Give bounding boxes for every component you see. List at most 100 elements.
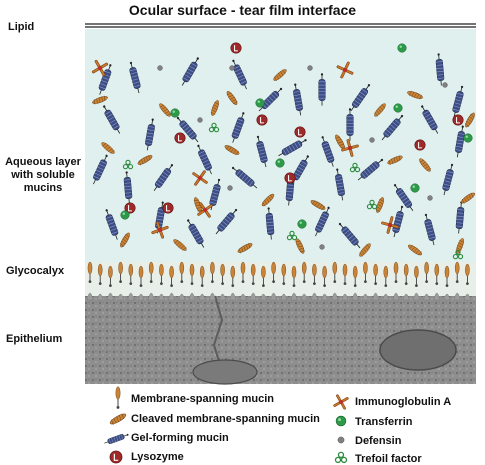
cleaved-mucin bbox=[173, 239, 187, 251]
defensin bbox=[427, 195, 433, 201]
immunoglobulin-a bbox=[192, 170, 208, 186]
trefoil-factor bbox=[286, 230, 298, 241]
legend-immunoglobulin-a: Immunoglobulin A bbox=[355, 396, 452, 408]
membrane-spanning-mucin bbox=[301, 261, 307, 283]
lysozyme bbox=[174, 132, 186, 144]
defensin bbox=[197, 117, 203, 123]
defensin bbox=[442, 82, 448, 88]
diagram-title: Ocular surface - tear film interface bbox=[128, 2, 357, 18]
trefoil-factor bbox=[334, 451, 348, 464]
transferrin bbox=[410, 183, 420, 193]
membrane-spanning-mucin bbox=[220, 263, 225, 285]
membrane-spanning-mucin bbox=[281, 263, 287, 285]
membrane-spanning-mucin bbox=[373, 263, 378, 285]
gel-forming-mucin bbox=[393, 184, 414, 211]
membrane-spanning-mucin bbox=[108, 265, 113, 287]
membrane-spanning-mucin bbox=[291, 265, 297, 287]
epithelium-label: Epithelium bbox=[6, 333, 63, 345]
cleaved-mucin bbox=[261, 193, 275, 207]
membrane-spanning-mucin bbox=[240, 261, 246, 283]
aqueous-layer bbox=[85, 29, 476, 267]
cleaved-mucin bbox=[159, 103, 172, 117]
legend-transferrin: Transferrin bbox=[355, 416, 413, 428]
trefoil-factor bbox=[366, 199, 378, 210]
lysozyme bbox=[256, 114, 268, 126]
trefoil-factor bbox=[122, 159, 134, 170]
gel-forming-mucin bbox=[176, 116, 199, 143]
gel-forming-mucin bbox=[381, 114, 404, 141]
cleaved-mucin bbox=[310, 200, 326, 211]
transferrin bbox=[393, 103, 403, 113]
membrane-spanning-mucin bbox=[210, 261, 215, 283]
gel-forming-mucin bbox=[318, 73, 326, 106]
legend-gel-forming-mucin: Gel-forming mucin bbox=[131, 432, 229, 444]
aqueous-particles bbox=[91, 42, 476, 260]
defensin bbox=[157, 65, 163, 71]
membrane-spanning-mucin bbox=[403, 263, 409, 285]
cleaved-mucin bbox=[375, 197, 385, 213]
membrane-spanning-mucin bbox=[465, 263, 470, 285]
gel-forming-mucin bbox=[357, 158, 384, 181]
gel-forming-mucin bbox=[232, 59, 247, 90]
cleaved-mucin bbox=[460, 192, 476, 204]
legend-membrane-spanning-mucin: Membrane-spanning mucin bbox=[131, 393, 275, 405]
gel-forming-mucin bbox=[104, 433, 129, 444]
membrane-spanning-mucin bbox=[342, 263, 348, 285]
gel-forming-mucin bbox=[424, 213, 436, 246]
gel-forming-mucin bbox=[197, 144, 212, 175]
lysozyme bbox=[284, 172, 296, 184]
gel-forming-mucin bbox=[215, 208, 238, 235]
lysozyme bbox=[414, 139, 426, 151]
cleaved-mucin bbox=[407, 90, 423, 100]
trefoil-factor bbox=[452, 249, 464, 260]
gel-forming-mucin bbox=[321, 136, 335, 167]
gel-forming-mucin bbox=[129, 61, 141, 94]
cleaved-mucin bbox=[419, 158, 432, 172]
aqueous-label: Aqueous layer with soluble mucins bbox=[5, 156, 81, 194]
membrane-spanning-mucin bbox=[97, 263, 103, 285]
defensin bbox=[307, 65, 313, 71]
gel-forming-mucin bbox=[145, 118, 155, 151]
gel-forming-mucin bbox=[435, 53, 445, 86]
immunoglobulin-a bbox=[341, 139, 359, 157]
lipid-label: Lipid bbox=[8, 21, 35, 33]
immunoglobulin-a bbox=[333, 394, 349, 410]
epithelium-layer bbox=[85, 295, 476, 385]
transferrin bbox=[397, 43, 407, 53]
legend-lysozyme: Lysozyme bbox=[131, 451, 184, 463]
cleaved-mucin bbox=[374, 103, 386, 117]
membrane-spanning-mucin bbox=[444, 265, 450, 287]
gel-forming-mucin bbox=[265, 207, 275, 240]
cleaved-mucin bbox=[237, 243, 253, 254]
defensin bbox=[369, 137, 375, 143]
transferrin bbox=[463, 133, 473, 143]
gel-forming-mucin bbox=[455, 201, 465, 234]
immunoglobulin-a bbox=[336, 61, 354, 79]
trefoil-factor bbox=[349, 162, 361, 173]
lysozyme bbox=[124, 202, 136, 214]
gel-forming-mucin bbox=[181, 57, 199, 86]
membrane-spanning-mucin bbox=[271, 261, 276, 283]
membrane-spanning-mucin bbox=[169, 265, 174, 287]
legend-cleaved-membrane-spanning-mucin: Cleaved membrane-spanning mucin bbox=[131, 413, 320, 425]
cleaved-mucin bbox=[224, 145, 240, 156]
gel-forming-mucin bbox=[123, 171, 133, 204]
cleaved-mucin bbox=[407, 244, 423, 256]
defensin bbox=[227, 185, 233, 191]
membrane-spanning-mucin bbox=[363, 261, 368, 283]
membrane-spanning-mucin bbox=[383, 265, 389, 287]
cell-nucleus bbox=[192, 359, 258, 385]
glycocalyx-mucins bbox=[86, 261, 471, 301]
defensin bbox=[337, 436, 345, 444]
legend-icons bbox=[104, 386, 349, 464]
membrane-spanning-mucin bbox=[189, 263, 195, 285]
glycocalyx-label: Glycocalyx bbox=[6, 265, 65, 277]
immunoglobulin-a bbox=[197, 202, 213, 218]
cleaved-mucin bbox=[109, 413, 127, 426]
gel-forming-mucin bbox=[338, 222, 361, 249]
cell-nucleus bbox=[379, 329, 457, 371]
gel-forming-mucin bbox=[350, 84, 371, 111]
gel-forming-mucin bbox=[278, 139, 307, 157]
immunoglobulin-a bbox=[381, 216, 399, 234]
